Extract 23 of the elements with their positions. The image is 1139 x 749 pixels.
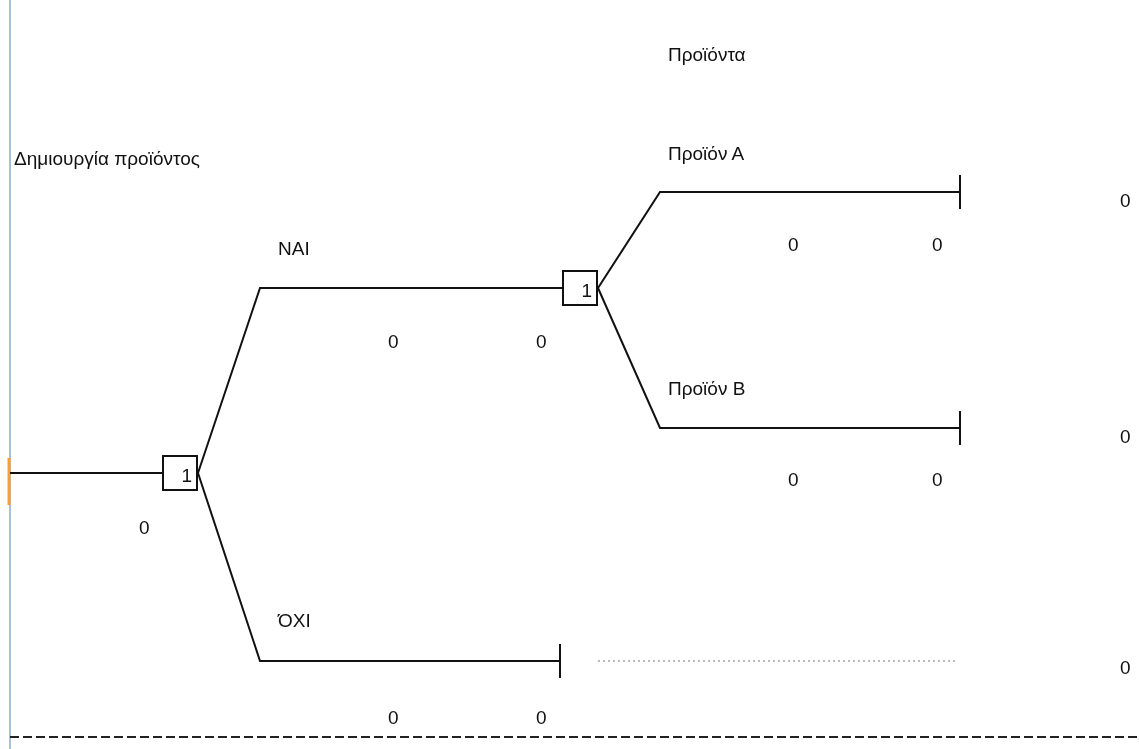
payoff-value: 0 (932, 469, 943, 491)
probability-value: 0 (788, 469, 799, 491)
column-heading: Προϊόντα (668, 44, 746, 66)
payoff-value: 0 (139, 517, 150, 539)
branch-label: ΝΑΙ (278, 238, 310, 260)
payoff-value: 0 (1120, 657, 1131, 679)
payoff-value: 0 (1120, 190, 1131, 212)
probability-value: 0 (388, 331, 399, 353)
probability-value: 0 (388, 707, 399, 729)
branch-label: Προϊόν Β (668, 378, 746, 400)
payoff-value: 0 (1120, 426, 1131, 448)
payoff-value: 0 (536, 331, 547, 353)
branch-line (597, 191, 960, 289)
branch-line (597, 287, 960, 429)
payoff-value: 0 (932, 234, 943, 256)
branch-label: ΌΧΙ (278, 610, 311, 632)
branch-label: Προϊόν Α (668, 143, 745, 165)
decision-node: 1 (162, 455, 198, 491)
probability-value: 0 (788, 234, 799, 256)
payoff-value: 0 (536, 707, 547, 729)
column-heading: Δημιουργία προϊόντος (14, 148, 200, 170)
decision-node: 1 (562, 270, 598, 306)
branch-line (9, 472, 163, 474)
